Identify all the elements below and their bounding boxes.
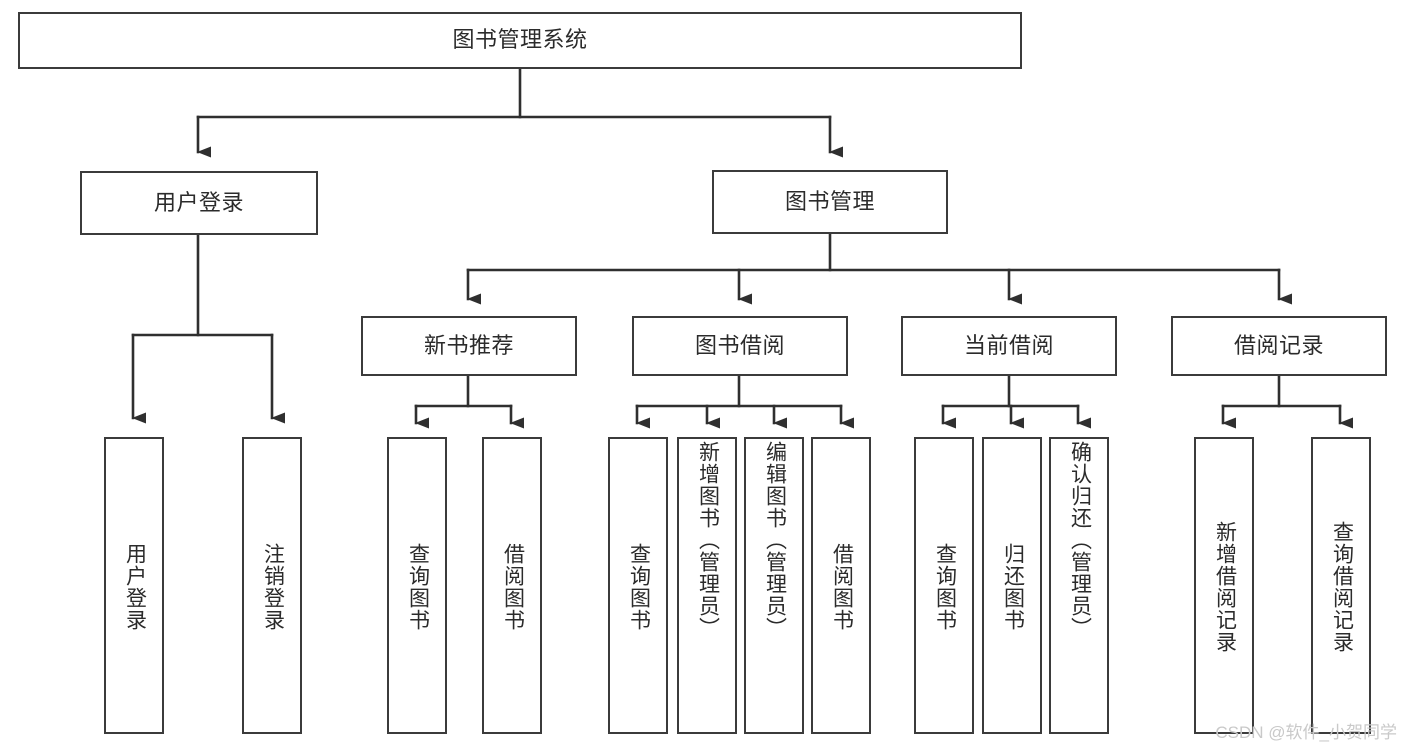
leaf-borrow-record-2-label: 查询借阅记录	[1330, 520, 1354, 653]
leaf-book-borrow-2[interactable]: 新增图书（管理员）	[677, 437, 737, 734]
node-current-borrow[interactable]: 当前借阅	[901, 316, 1117, 376]
node-book-borrow[interactable]: 图书借阅	[632, 316, 848, 376]
leaf-user-login-1-label: 用户登录	[123, 542, 147, 631]
leaf-user-login-2-label: 注销登录	[261, 542, 285, 631]
node-borrow-record-label: 借阅记录	[1233, 332, 1324, 358]
leaf-current-borrow-2[interactable]: 归还图书	[982, 437, 1042, 734]
leaf-current-borrow-1[interactable]: 查询图书	[914, 437, 974, 734]
leaf-book-borrow-3-label: 编辑图书（管理员）	[763, 441, 787, 639]
node-new-book-recommend-label: 新书推荐	[423, 332, 514, 358]
leaf-book-borrow-3[interactable]: 编辑图书（管理员）	[744, 437, 804, 734]
node-root[interactable]: 图书管理系统	[18, 12, 1022, 69]
node-user-login[interactable]: 用户登录	[80, 171, 318, 235]
leaf-book-borrow-4[interactable]: 借阅图书	[811, 437, 871, 734]
leaf-borrow-record-1-label: 新增借阅记录	[1213, 520, 1237, 653]
leaf-new-book-2[interactable]: 借阅图书	[482, 437, 542, 734]
leaf-book-borrow-2-label: 新增图书（管理员）	[696, 441, 720, 639]
leaf-new-book-1[interactable]: 查询图书	[387, 437, 447, 734]
node-book-borrow-label: 图书借阅	[694, 332, 785, 358]
leaf-current-borrow-2-label: 归还图书	[1001, 542, 1025, 631]
leaf-book-borrow-1[interactable]: 查询图书	[608, 437, 668, 734]
leaf-current-borrow-3-label: 确认归还（管理员）	[1068, 441, 1092, 639]
leaf-book-borrow-1-label: 查询图书	[627, 542, 651, 631]
leaf-current-borrow-3[interactable]: 确认归还（管理员）	[1049, 437, 1109, 734]
leaf-user-login-2[interactable]: 注销登录	[242, 437, 302, 734]
leaf-user-login-1[interactable]: 用户登录	[104, 437, 164, 734]
leaf-new-book-1-label: 查询图书	[406, 542, 430, 631]
csdn-watermark: CSDN @软件_小贺同学	[1215, 723, 1397, 742]
node-current-borrow-label: 当前借阅	[963, 332, 1054, 358]
node-book-manage[interactable]: 图书管理	[712, 170, 948, 234]
node-borrow-record[interactable]: 借阅记录	[1171, 316, 1387, 376]
leaf-book-borrow-4-label: 借阅图书	[830, 542, 854, 631]
node-root-label: 图书管理系统	[452, 27, 588, 53]
node-book-manage-label: 图书管理	[784, 188, 875, 214]
leaf-new-book-2-label: 借阅图书	[501, 542, 525, 631]
leaf-current-borrow-1-label: 查询图书	[933, 542, 957, 631]
leaf-borrow-record-1[interactable]: 新增借阅记录	[1194, 437, 1254, 734]
leaf-borrow-record-2[interactable]: 查询借阅记录	[1311, 437, 1371, 734]
node-new-book-recommend[interactable]: 新书推荐	[361, 316, 577, 376]
node-user-login-label: 用户登录	[153, 189, 244, 215]
